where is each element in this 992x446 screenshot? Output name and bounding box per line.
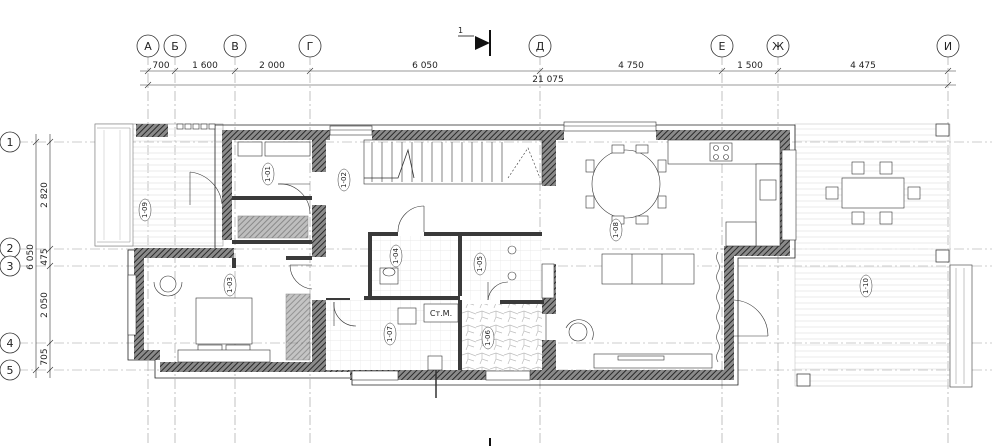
svg-text:1-03: 1-03 xyxy=(226,277,234,293)
axis-marker-i: И xyxy=(936,34,960,58)
svg-text:1 500: 1 500 xyxy=(737,61,763,71)
svg-text:4: 4 xyxy=(7,337,14,350)
svg-text:705: 705 xyxy=(40,348,50,365)
axis-marker-5: 5 xyxy=(0,359,21,381)
svg-text:6 050: 6 050 xyxy=(26,244,36,270)
svg-text:1 600: 1 600 xyxy=(192,61,218,71)
top-dimension-chain xyxy=(140,67,956,89)
shower-floor xyxy=(462,236,542,300)
room-label-1-07: 1-07 xyxy=(383,322,397,346)
left-dimension-chain xyxy=(32,134,54,378)
bathroom-floor xyxy=(372,236,458,296)
svg-text:4 475: 4 475 xyxy=(850,61,876,71)
shaft-box: Ст.М. xyxy=(423,303,459,323)
svg-text:1-09: 1-09 xyxy=(141,202,149,218)
axis-marker-2: 2 xyxy=(0,237,21,259)
sauna-floor xyxy=(462,304,542,370)
svg-text:1-07: 1-07 xyxy=(386,326,394,342)
svg-text:1-08: 1-08 xyxy=(612,222,620,238)
svg-text:3: 3 xyxy=(7,260,14,273)
room-label-1-09: 1-09 xyxy=(138,198,152,222)
axis-marker-a: А xyxy=(136,34,160,58)
svg-text:Ж: Ж xyxy=(772,40,784,53)
terrace-left xyxy=(94,123,224,247)
svg-text:2 050: 2 050 xyxy=(40,292,50,318)
room-label-1-03: 1-03 xyxy=(223,273,237,297)
axis-marker-zh: Ж xyxy=(766,34,790,58)
svg-text:2 820: 2 820 xyxy=(40,182,50,208)
svg-text:4 750: 4 750 xyxy=(618,61,644,71)
terrace-right xyxy=(794,123,973,388)
svg-text:1-10: 1-10 xyxy=(862,278,870,294)
curtain xyxy=(716,251,720,363)
svg-text:Г: Г xyxy=(307,40,314,53)
axis-marker-e: Е xyxy=(710,34,734,58)
svg-text:И: И xyxy=(944,40,952,53)
left-axis-markers: 1 2 3 4 5 xyxy=(0,131,21,381)
room-label-1-04: 1-04 xyxy=(389,244,403,268)
svg-text:Ст.М.: Ст.М. xyxy=(430,309,452,318)
svg-text:1: 1 xyxy=(7,136,14,149)
room-label-1-08: 1-08 xyxy=(609,218,623,242)
axis-marker-4: 4 xyxy=(0,332,21,354)
top-dimension-values: 700 1 600 2 000 6 050 4 750 1 500 4 475 … xyxy=(152,61,875,85)
room-labels: 1-09 1-01 1-02 1-03 1-04 1-05 1-06 1-07 … xyxy=(138,162,873,350)
svg-text:2: 2 xyxy=(7,242,14,255)
svg-text:Д: Д xyxy=(536,40,545,53)
svg-text:700: 700 xyxy=(152,61,169,71)
svg-text:475: 475 xyxy=(40,248,50,265)
svg-text:Е: Е xyxy=(719,40,726,53)
room-label-1-01: 1-01 xyxy=(261,162,275,186)
axis-marker-b: Б xyxy=(163,34,187,58)
axis-marker-v: В xyxy=(223,34,247,58)
top-axis-markers: А Б В Г Д Е Ж И xyxy=(136,34,960,58)
section-mark: 1 xyxy=(458,26,491,446)
svg-text:1: 1 xyxy=(458,26,463,35)
svg-text:6 050: 6 050 xyxy=(412,61,438,71)
svg-text:А: А xyxy=(144,40,152,53)
svg-text:21 075: 21 075 xyxy=(532,75,564,85)
svg-text:2 000: 2 000 xyxy=(259,61,285,71)
svg-text:В: В xyxy=(231,40,239,53)
svg-text:1-05: 1-05 xyxy=(476,256,484,272)
axis-marker-d: Д xyxy=(528,34,552,58)
svg-text:1-04: 1-04 xyxy=(392,248,400,264)
room-label-1-06: 1-06 xyxy=(481,326,495,350)
staircase xyxy=(363,139,543,185)
svg-text:1-02: 1-02 xyxy=(340,172,348,188)
room-label-1-10: 1-10 xyxy=(859,274,873,298)
axis-marker-g: Г xyxy=(298,34,322,58)
left-dimension-values: 2 820 475 2 050 705 6 050 xyxy=(26,182,50,366)
room-label-1-05: 1-05 xyxy=(473,252,487,276)
doors xyxy=(189,171,769,340)
svg-text:1-06: 1-06 xyxy=(484,330,492,346)
room-label-1-02: 1-02 xyxy=(337,168,351,192)
axis-marker-3: 3 xyxy=(0,255,21,277)
svg-text:5: 5 xyxy=(7,364,14,377)
windows xyxy=(127,121,797,381)
furniture xyxy=(153,123,921,398)
axis-marker-1: 1 xyxy=(0,131,21,153)
svg-text:Б: Б xyxy=(171,40,179,53)
svg-text:1-01: 1-01 xyxy=(264,166,272,182)
